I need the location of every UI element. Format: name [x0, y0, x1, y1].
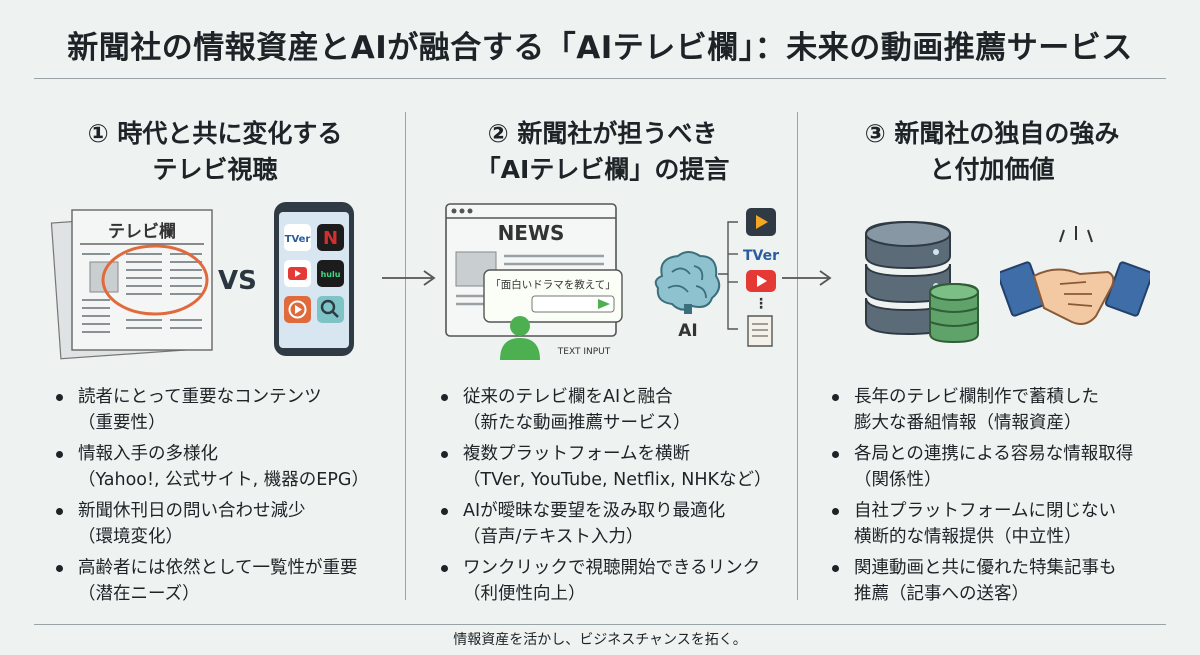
news-label: NEWS [498, 221, 565, 245]
column-2-heading-line1: ② 新聞社が担うべき [487, 119, 718, 148]
flow-arrow-2 [782, 270, 832, 286]
column-2-heading-line2: 「AIテレビ欄」の提言 [475, 155, 730, 184]
list-item: 長年のテレビ欄制作で蓄積した膨大な番組情報（情報資産） [828, 384, 1178, 436]
column-2-bullets: 従来のテレビ欄をAIと融合（新たな動画推薦サービス） 複数プラットフォームを横断… [437, 384, 792, 612]
svg-text:TVer: TVer [285, 234, 311, 245]
column-1-heading-line2: テレビ視聴 [152, 155, 278, 184]
column-3-heading-line1: ③ 新聞社の独自の強み [864, 119, 1120, 148]
news-browser-illustration: NEWS 「面白いドラマを教えて」 TEXT INPUT [445, 203, 623, 360]
footer-divider [34, 624, 1166, 625]
title-divider [34, 78, 1166, 79]
list-item: 自社プラットフォームに閉じない横断的な情報提供（中立性） [828, 498, 1178, 550]
bubble-text: 「面白いドラマを教えて」 [490, 278, 615, 291]
text-input-label: TEXT INPUT [557, 347, 611, 357]
handshake-icon [1000, 226, 1150, 325]
list-item: 高齢者には依然として一覧性が重要（潜在ニーズ） [52, 555, 397, 607]
database-icon [865, 220, 979, 344]
tver-label: TVer [743, 248, 779, 264]
list-item: AIが曖昧な要望を汲み取り最適化（音声/テキスト入力） [437, 498, 792, 550]
column-3-heading-line2: と付加価値 [929, 155, 1055, 184]
svg-text:N: N [323, 228, 338, 249]
column-1-heading-line1: ① 時代と共に変化する [87, 119, 343, 148]
smartphone-icon: TVer N hulu [274, 202, 354, 356]
list-item: 関連動画と共に優れた特集記事も推薦（記事への送客） [828, 555, 1178, 607]
vs-label: VS [218, 266, 257, 296]
ai-label: AI [678, 321, 697, 341]
list-item: 複数プラットフォームを横断（TVer, YouTube, Netflix, NH… [437, 441, 792, 493]
column-1-bullets: 読者にとって重要なコンテンツ（重要性） 情報入手の多様化（Yahoo!, 公式サ… [52, 384, 397, 612]
footer-tagline: 情報資産を活かし、ビジネスチャンスを拓く。 [453, 632, 747, 648]
column-1-heading: ① 時代と共に変化する テレビ視聴 [40, 116, 390, 188]
list-item: 情報入手の多様化（Yahoo!, 公式サイト, 機器のEPG） [52, 441, 397, 493]
list-item: 従来のテレビ欄をAIと融合（新たな動画推薦サービス） [437, 384, 792, 436]
ai-brain-icon: AI [654, 251, 721, 341]
recommendation-outputs: TVer ⋮ [718, 208, 779, 347]
list-item: 読者にとって重要なコンテンツ（重要性） [52, 384, 397, 436]
column-3-bullets: 長年のテレビ欄制作で蓄積した膨大な番組情報（情報資産） 各局との連携による容易な… [828, 384, 1178, 612]
list-item: 各局との連携による容易な情報取得（関係性） [828, 441, 1178, 493]
page-title: 新聞社の情報資産とAIが融合する「AIテレビ欄」：未来の動画推薦サービス [67, 30, 1133, 66]
more-dots: ⋮ [754, 296, 768, 312]
newspaper-label: テレビ欄 [108, 221, 176, 242]
newspaper-icon: テレビ欄 [50, 209, 213, 360]
list-item: 新聞休刊日の問い合わせ減少（環境変化） [52, 498, 397, 550]
svg-text:hulu: hulu [321, 270, 341, 279]
column-2-heading: ② 新聞社が担うべき 「AIテレビ欄」の提言 [420, 116, 785, 188]
column-divider-1 [405, 112, 406, 600]
column-3-heading: ③ 新聞社の独自の強み と付加価値 [812, 116, 1172, 188]
flow-arrow-1 [382, 270, 436, 286]
list-item: ワンクリックで視聴開始できるリンク（利便性向上） [437, 555, 792, 607]
column-divider-2 [797, 112, 798, 600]
